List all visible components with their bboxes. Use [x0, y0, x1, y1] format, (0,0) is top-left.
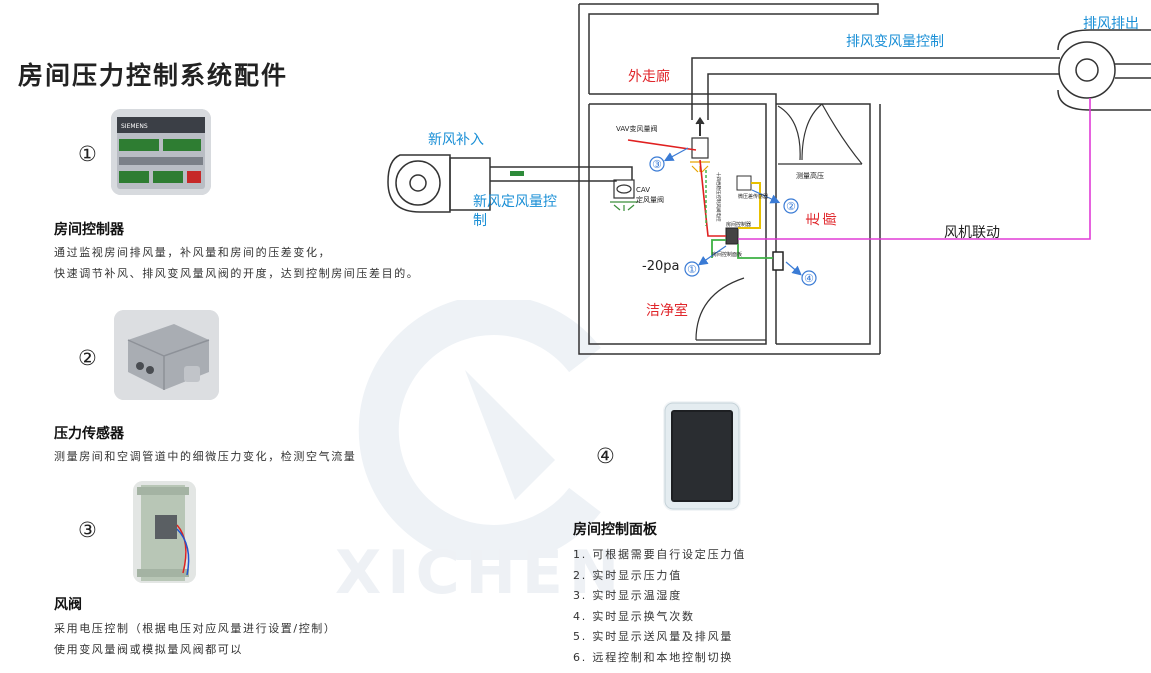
exhaust-fan-icon	[1057, 29, 1151, 111]
desc-line: 快速调节补风、排风变风量风阀的开度，达到控制房间压差目的。	[54, 267, 420, 280]
component-number-2: ②	[78, 346, 97, 370]
system-diagram: ③ ② ① ④ 外走廊 新风补入 排风变风量控制 排风排出 风机联动 洁净室 -…	[387, 3, 1151, 355]
label-vertical-small: 十四档稳压控制风阀电控	[715, 172, 722, 222]
label-exhaust-var: 排风变风量控制	[846, 34, 944, 50]
callout-3: ③	[652, 158, 662, 171]
callout-2: ②	[786, 200, 796, 213]
callout-circles	[649, 156, 817, 286]
page-title: 房间压力控制系统配件	[18, 61, 289, 90]
damper-photo	[133, 481, 196, 583]
pressure-sensor-box	[736, 175, 752, 191]
list-item: 5. 实时显示送风量及排风量	[573, 630, 734, 643]
pressure-sensor-photo	[114, 310, 219, 400]
label-controller-small: 房间控制器	[726, 221, 751, 228]
label-sensor-small: 微压差传感器	[738, 193, 768, 200]
label-measure-hp: 测量高压	[796, 171, 824, 180]
component-number-3: ③	[78, 518, 97, 542]
desc-line: 使用变风量阀或模拟量风阀都可以	[54, 643, 243, 656]
label-vav: VAV变风量阀	[616, 124, 657, 133]
label-fresh-air-const: 新风定风量控制	[473, 194, 557, 229]
list-item: 3. 实时显示温湿度	[573, 589, 682, 602]
callout-4: ④	[804, 272, 814, 285]
label-minus-pressure: -20pa	[642, 259, 679, 274]
component-title-1: 房间控制器	[54, 222, 124, 238]
yellow-wire	[738, 182, 761, 229]
controller-box	[725, 227, 739, 245]
component-title-3: 风阀	[54, 597, 82, 613]
svg-text:SIEMENS: SIEMENS	[121, 123, 148, 130]
magenta-fan-link-line	[738, 98, 1091, 240]
label-cav: CAV	[636, 186, 650, 194]
cav-valve-icon	[610, 179, 638, 211]
desc-line: 测量房间和空调管道中的细微压力变化，检测空气流量	[54, 450, 357, 463]
panel-feature-list: 1. 可根据需要自行设定压力值 2. 实时显示压力值 3. 实时显示温湿度 4.…	[573, 545, 746, 668]
panel-box	[772, 251, 784, 271]
label-fresh-air-in: 新风补入	[428, 132, 484, 148]
label-outer-corridor: 外走廊	[628, 68, 670, 85]
watermark-logo	[358, 300, 601, 560]
list-item: 6. 远程控制和本地控制切换	[573, 650, 734, 664]
component-desc-2: 测量房间和空调管道中的细微压力变化，检测空气流量	[54, 446, 356, 467]
watermark-text: XICHEN	[335, 538, 626, 608]
label-clean-room: 洁净室	[646, 302, 688, 319]
component-number-1: ①	[78, 142, 97, 166]
label-cav-2: 定风量阀	[636, 195, 664, 204]
fresh-air-fan-icon	[387, 154, 491, 213]
room-controller-photo: SIEMENS	[111, 109, 211, 195]
callout-arrows	[663, 147, 802, 276]
green-wire	[711, 239, 773, 259]
callout-1: ①	[687, 263, 697, 276]
label-panel-small: 房间控制面板	[712, 251, 742, 258]
door-arcs	[695, 103, 863, 341]
list-item: 4. 实时显示换气次数	[573, 609, 695, 623]
desc-line: 通过监视房间排风量，补风量和房间的压差变化，	[54, 246, 332, 259]
desc-line: 采用电压控制（根据电压对应风量进行设置/控制）	[54, 622, 337, 635]
component-title-4: 房间控制面板	[573, 522, 657, 538]
label-corridor: 走廊	[806, 212, 839, 226]
list-item: 1. 可根据需要自行设定压力值	[573, 548, 746, 561]
component-desc-3: 采用电压控制（根据电压对应风量进行设置/控制） 使用变风量阀或模拟量风阀都可以	[54, 618, 337, 660]
component-desc-1: 通过监视房间排风量，补风量和房间的压差变化， 快速调节补风、排风变风量风阀的开度…	[54, 242, 419, 284]
label-exhaust-out: 排风排出	[1083, 16, 1139, 32]
building-walls	[578, 3, 881, 355]
component-title-2: 压力传感器	[54, 426, 124, 442]
control-panel-photo	[663, 401, 741, 511]
component-number-4: ④	[596, 444, 615, 468]
red-wire	[627, 139, 726, 237]
list-item: 2. 实时显示压力值	[573, 568, 682, 582]
duct-sensor-mark	[510, 171, 524, 176]
exhaust-duct	[691, 57, 1060, 120]
label-fan-link: 风机联动	[944, 225, 1000, 241]
